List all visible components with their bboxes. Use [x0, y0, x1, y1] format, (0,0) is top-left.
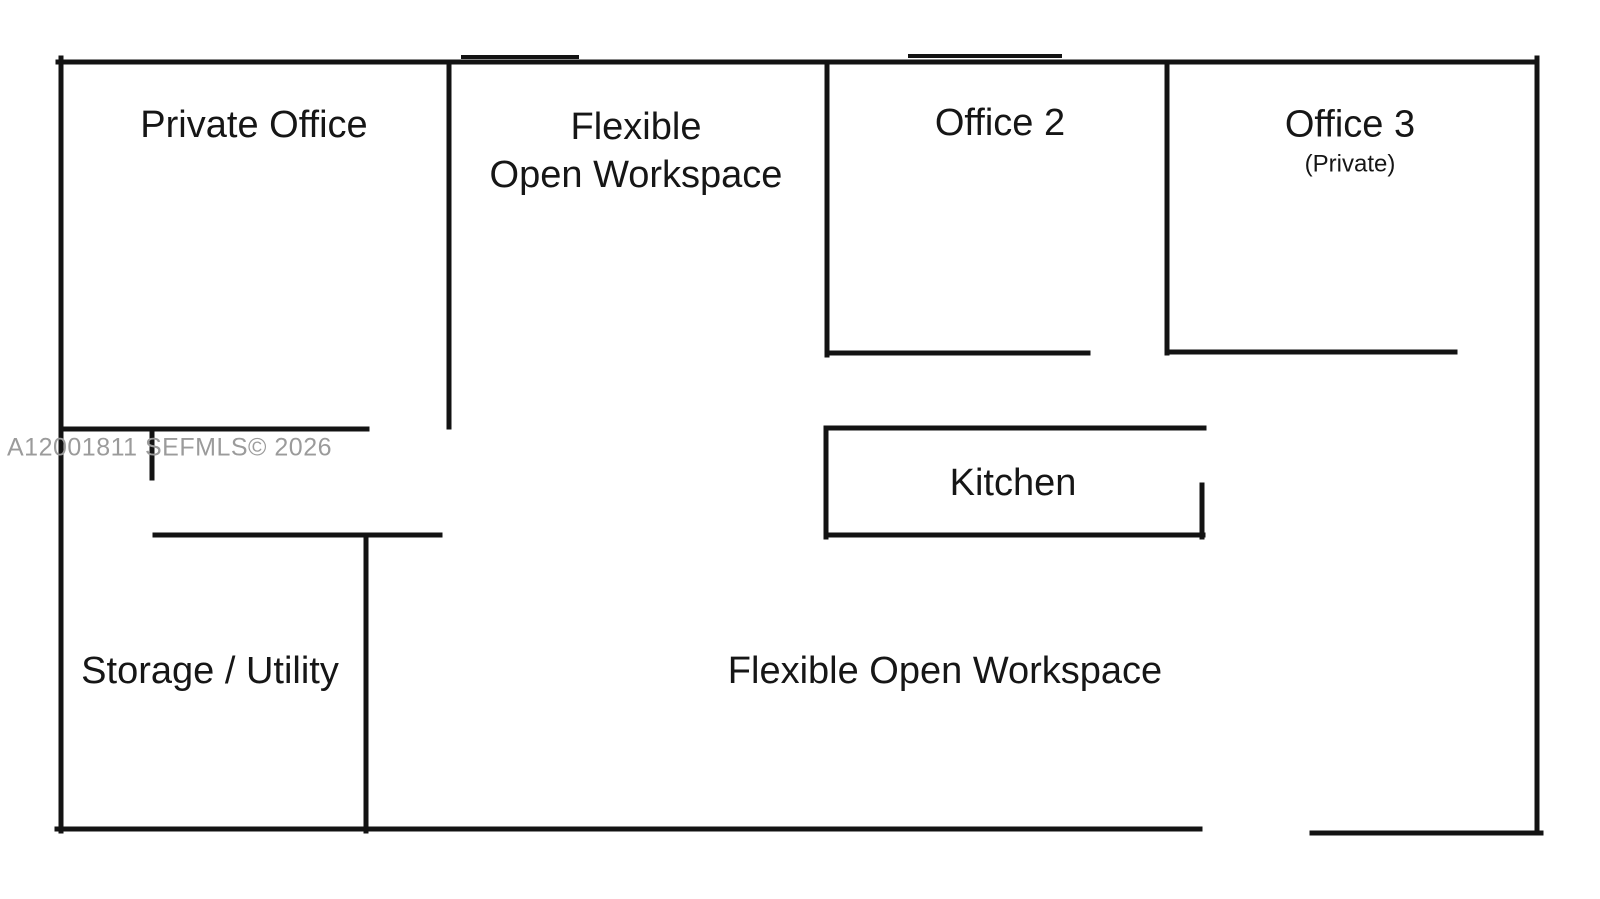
room-label-private-office: Private Office: [140, 104, 368, 146]
floorplan-walls: [54, 54, 1544, 836]
room-label-kitchen: Kitchen: [949, 462, 1077, 504]
room-sublabel-private: (Private): [1304, 150, 1396, 178]
room-label-line: Open Workspace: [489, 154, 783, 196]
room-label-line: Office 3: [1284, 103, 1416, 146]
room-label-flexible-open-workspace-top: Flexible Open Workspace: [490, 103, 783, 199]
room-label-line: Flexible: [570, 106, 702, 148]
room-label-storage-utility: Storage / Utility: [81, 650, 339, 692]
room-label-flexible-open-workspace-bottom: Flexible Open Workspace: [727, 650, 1163, 692]
room-label-office-2: Office 2: [934, 102, 1066, 144]
room-label-office-3: Office 3 (Private): [1285, 103, 1415, 180]
mls-watermark: A12001811 SEFMLS© 2026: [7, 433, 333, 462]
